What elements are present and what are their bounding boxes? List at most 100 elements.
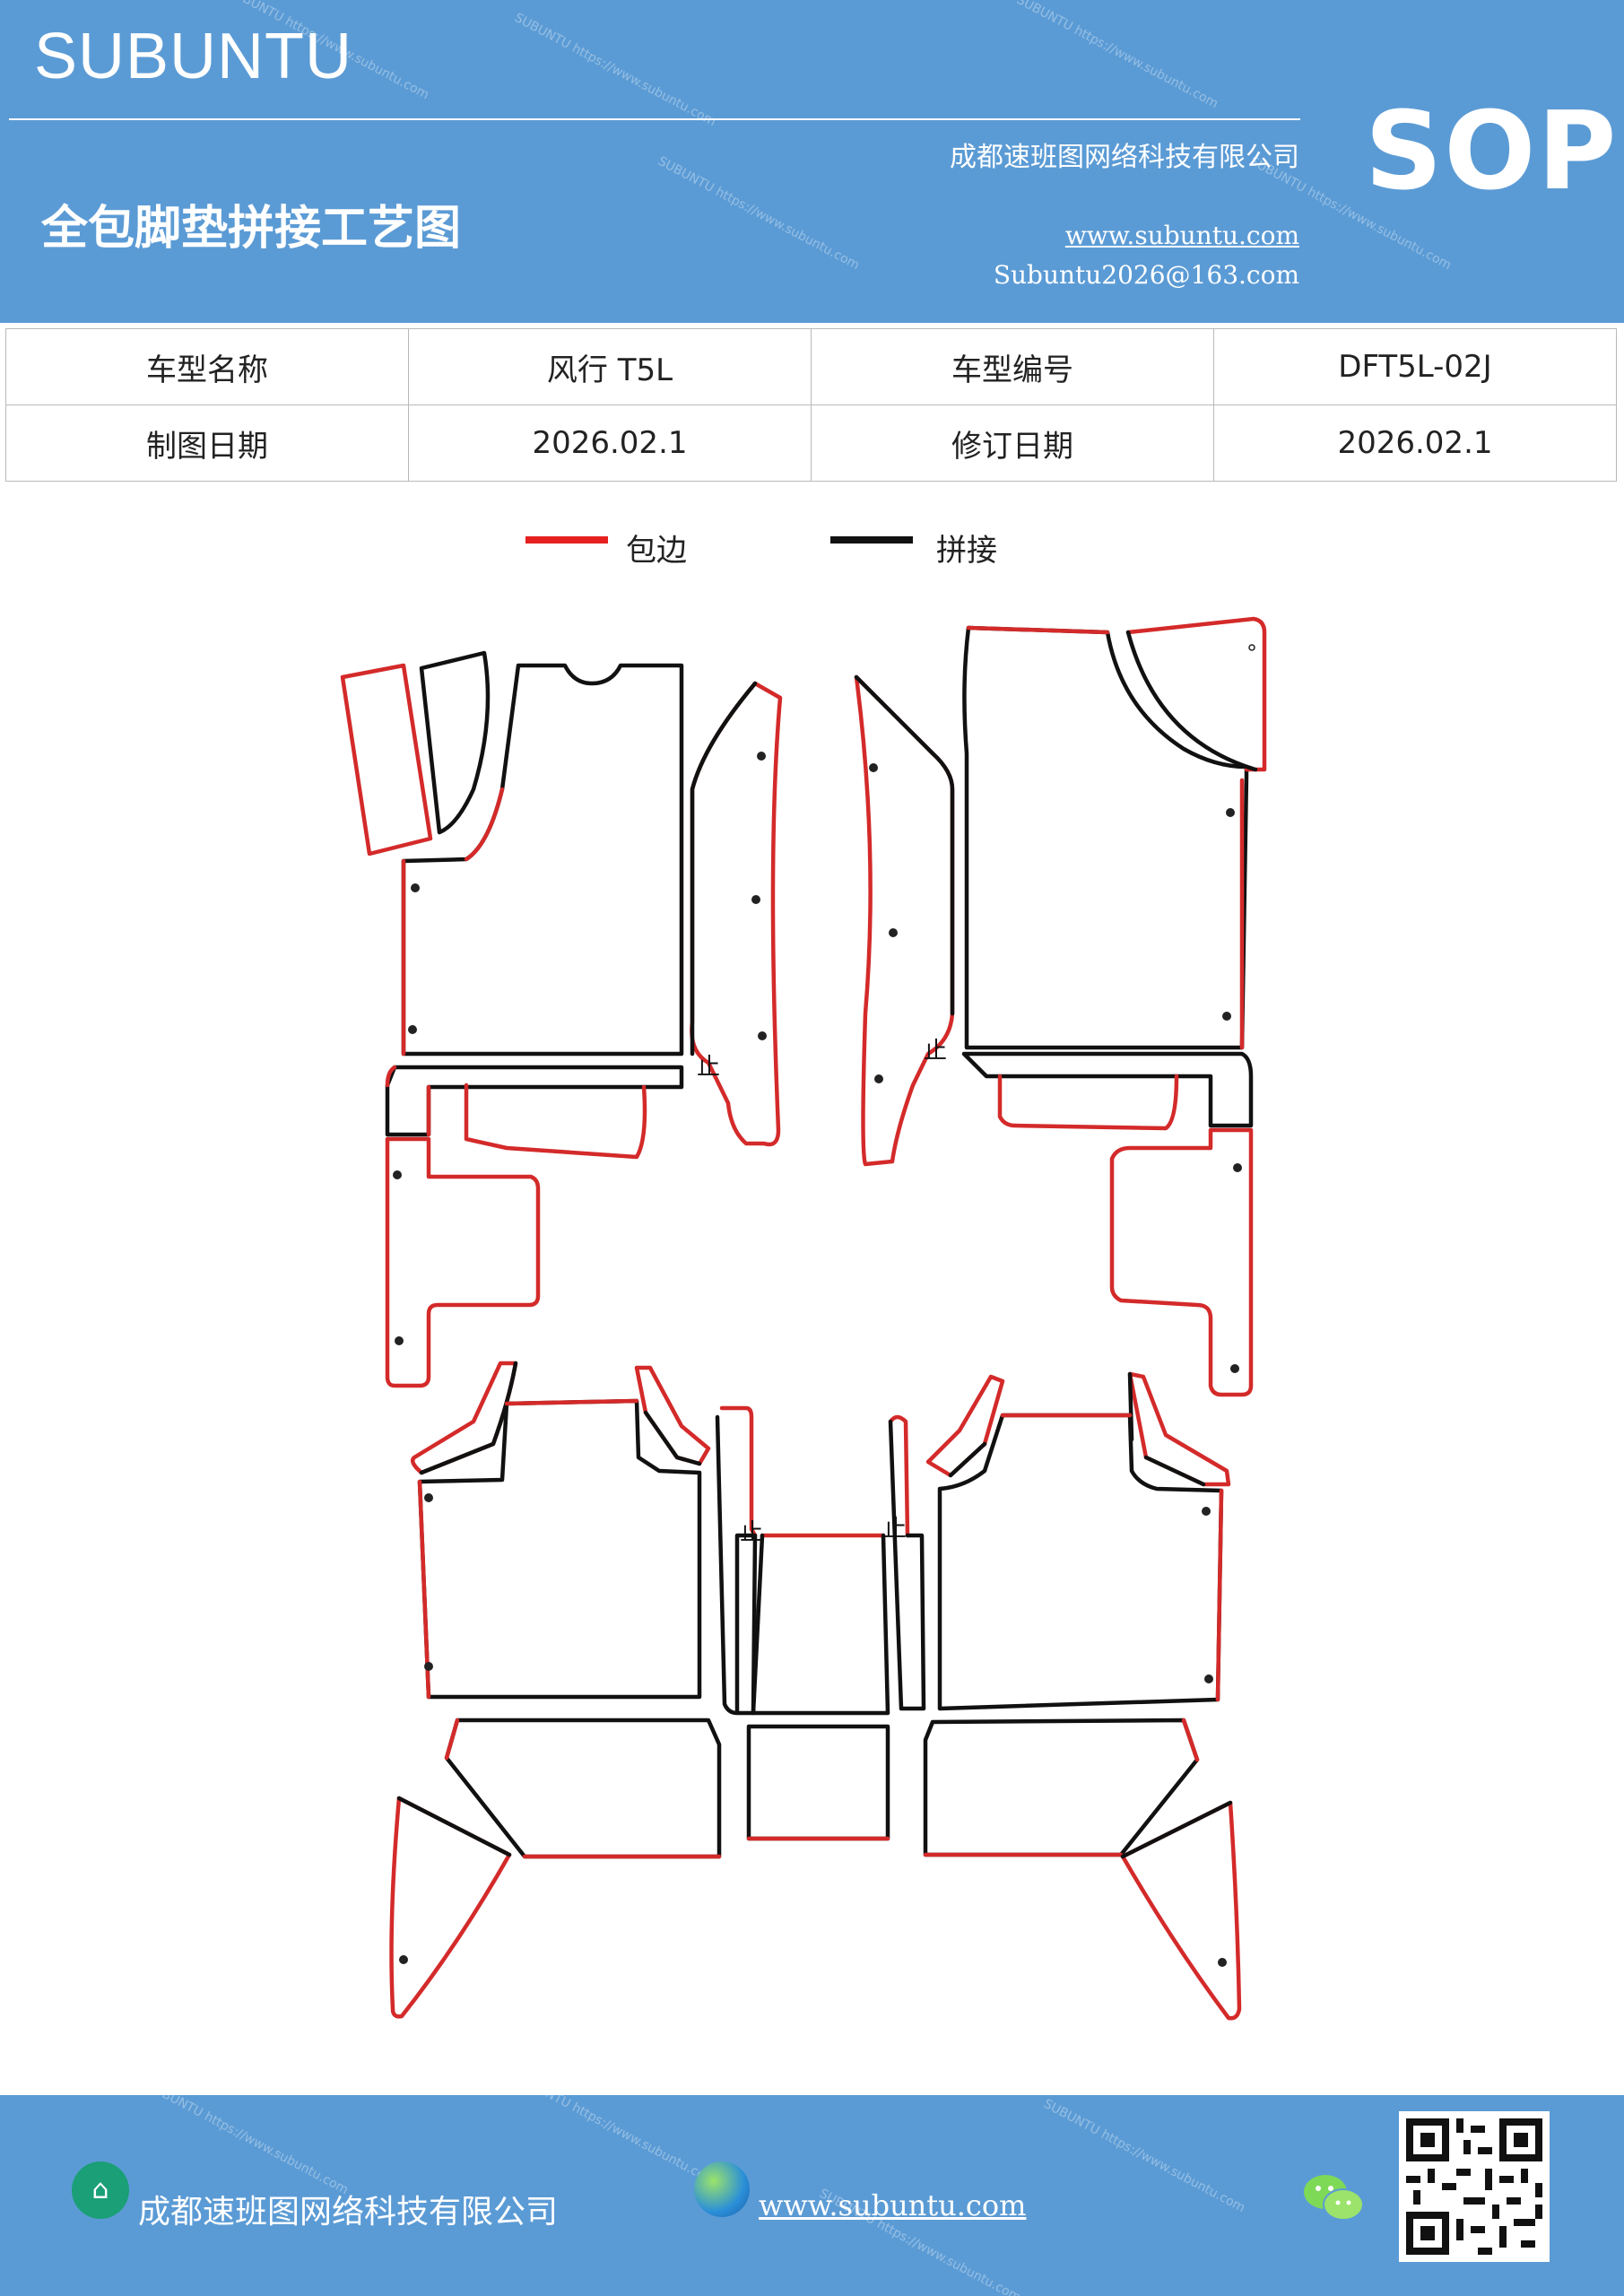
table-cell: 修订日期 — [811, 404, 1214, 482]
mat-piece — [948, 1441, 987, 1478]
mat-piece — [444, 1718, 722, 1859]
mat-piece — [340, 663, 433, 857]
email-address[interactable]: Subuntu2026@163.com — [993, 260, 1299, 290]
fastener-hole — [1218, 1958, 1227, 1967]
fastener-hole — [758, 1031, 767, 1040]
fastener-hole — [1230, 1364, 1239, 1373]
table-cell: 车型名称 — [5, 328, 409, 405]
mat-piece — [854, 674, 955, 1016]
mat-piece — [401, 787, 505, 1057]
fastener-holes — [393, 644, 1255, 1967]
mat-piece — [385, 1065, 684, 1137]
mat-piece — [1120, 1800, 1242, 2021]
mat-piece — [937, 1413, 1224, 1711]
mat-piece — [1109, 1127, 1254, 1397]
mat-piece — [419, 1361, 518, 1475]
fastener-hole — [393, 1170, 402, 1179]
mat-piece — [961, 1051, 1254, 1128]
table-row: 车型名称 风行 T5L 车型编号 DFT5L-02J — [5, 328, 1617, 405]
mat-piece — [401, 663, 684, 1057]
fastener-hole — [874, 1074, 883, 1083]
mat-piece — [396, 1796, 512, 1857]
mat-piece — [1125, 616, 1267, 772]
vehicle-info-table: 车型名称 风行 T5L 车型编号 DFT5L-02J 制图日期 2026.02.… — [5, 328, 1617, 482]
splice-marks: 止 止 止 止 — [697, 1038, 947, 1546]
fastener-hole — [1233, 1163, 1242, 1172]
legend-label-edge: 包边 — [626, 533, 687, 569]
splice-mark: 止 — [924, 1038, 947, 1065]
fastener-hole — [1226, 808, 1235, 817]
footer-banner: SUBUNTU https://www.subuntu.com SUBUNTU … — [0, 2095, 1624, 2296]
fastener-hole — [424, 1493, 433, 1502]
watermark: SUBUNTU https://www.subuntu.com — [511, 2095, 718, 2189]
mat-piece — [888, 1414, 910, 1538]
footer-website-link[interactable]: www.subuntu.com — [759, 2188, 1027, 2222]
mat-piece — [464, 1083, 647, 1160]
mat-piece — [715, 1414, 758, 1716]
qr-code[interactable] — [1399, 2111, 1550, 2262]
mat-piece — [1120, 1800, 1233, 1859]
table-cell: 制图日期 — [5, 404, 409, 482]
watermark: SUBUNTU https://www.subuntu.com — [143, 2095, 351, 2198]
header-divider — [9, 118, 1300, 120]
globe-icon — [694, 2161, 750, 2217]
header-banner: SUBUNTU https://www.subuntu.com SUBUNTU … — [0, 0, 1624, 323]
company-name: 成都速班图网络科技有限公司 — [950, 142, 1299, 173]
fastener-hole — [869, 763, 878, 772]
mat-piece — [690, 681, 758, 1057]
mat-piece — [923, 1718, 1200, 1857]
mat-piece — [643, 1410, 702, 1466]
page-title: 全包脚垫拼接工艺图 — [41, 201, 462, 256]
website-link[interactable]: www.subuntu.com — [1064, 221, 1299, 250]
fastener-hole — [757, 752, 766, 761]
mat-piece — [719, 1405, 758, 1538]
mat-piece — [1125, 630, 1258, 772]
fastener-hole — [889, 928, 898, 937]
mat-piece — [966, 625, 1245, 1050]
splice-mark: 止 — [740, 1519, 763, 1546]
mat-piece — [385, 1136, 541, 1388]
fastener-hole — [1204, 1674, 1213, 1683]
mat-pieces — [340, 616, 1267, 2021]
table-row: 制图日期 2026.02.1 修订日期 2026.02.1 — [5, 404, 1617, 482]
mat-piece — [746, 1724, 890, 1841]
table-cell: 2026.02.1 — [1213, 404, 1617, 482]
table-cell: 2026.02.1 — [408, 404, 812, 482]
fastener-hole — [424, 1662, 433, 1671]
brand-name: SUBUNTU — [34, 21, 353, 92]
legend-swatch-splice — [830, 536, 913, 544]
splice-mark: 止 — [883, 1516, 907, 1543]
fastener-hole — [751, 895, 760, 904]
table-cell: DFT5L-02J — [1213, 328, 1617, 405]
building-icon: ⌂ — [72, 2161, 129, 2219]
fastener-hole — [1248, 644, 1255, 651]
mat-piece — [389, 1796, 512, 2019]
wechat-icon[interactable] — [1302, 2170, 1365, 2224]
footer-company-name: 成都速班图网络科技有限公司 — [138, 2194, 559, 2231]
mat-piece — [923, 1718, 1200, 1857]
fastener-hole — [411, 883, 420, 892]
mat-piece — [417, 1398, 639, 1700]
fastener-hole — [1222, 1012, 1231, 1021]
mat-piece — [419, 650, 491, 835]
fastener-hole — [395, 1336, 404, 1345]
table-cell: 风行 T5L — [408, 328, 812, 405]
legend-label-splice: 拼接 — [936, 533, 997, 569]
sop-badge: SOP — [1365, 90, 1619, 214]
fastener-hole — [399, 1955, 408, 1964]
table-cell: 车型编号 — [811, 328, 1214, 405]
mat-piece — [962, 625, 1249, 1050]
mat-piece — [888, 1419, 926, 1711]
mat-piece — [751, 1533, 890, 1716]
mat-piece — [997, 1074, 1179, 1131]
mat-piece — [417, 1398, 702, 1700]
mat-piece — [1000, 1413, 1224, 1702]
mat-piece — [385, 1065, 431, 1137]
watermark: SUBUNTU https://www.subuntu.com — [1040, 2096, 1247, 2216]
mat-piece — [444, 1718, 722, 1859]
legend-swatch-edge — [525, 536, 608, 544]
fastener-hole — [408, 1025, 417, 1034]
splice-mark: 止 — [697, 1054, 720, 1081]
fastener-hole — [1202, 1507, 1211, 1516]
